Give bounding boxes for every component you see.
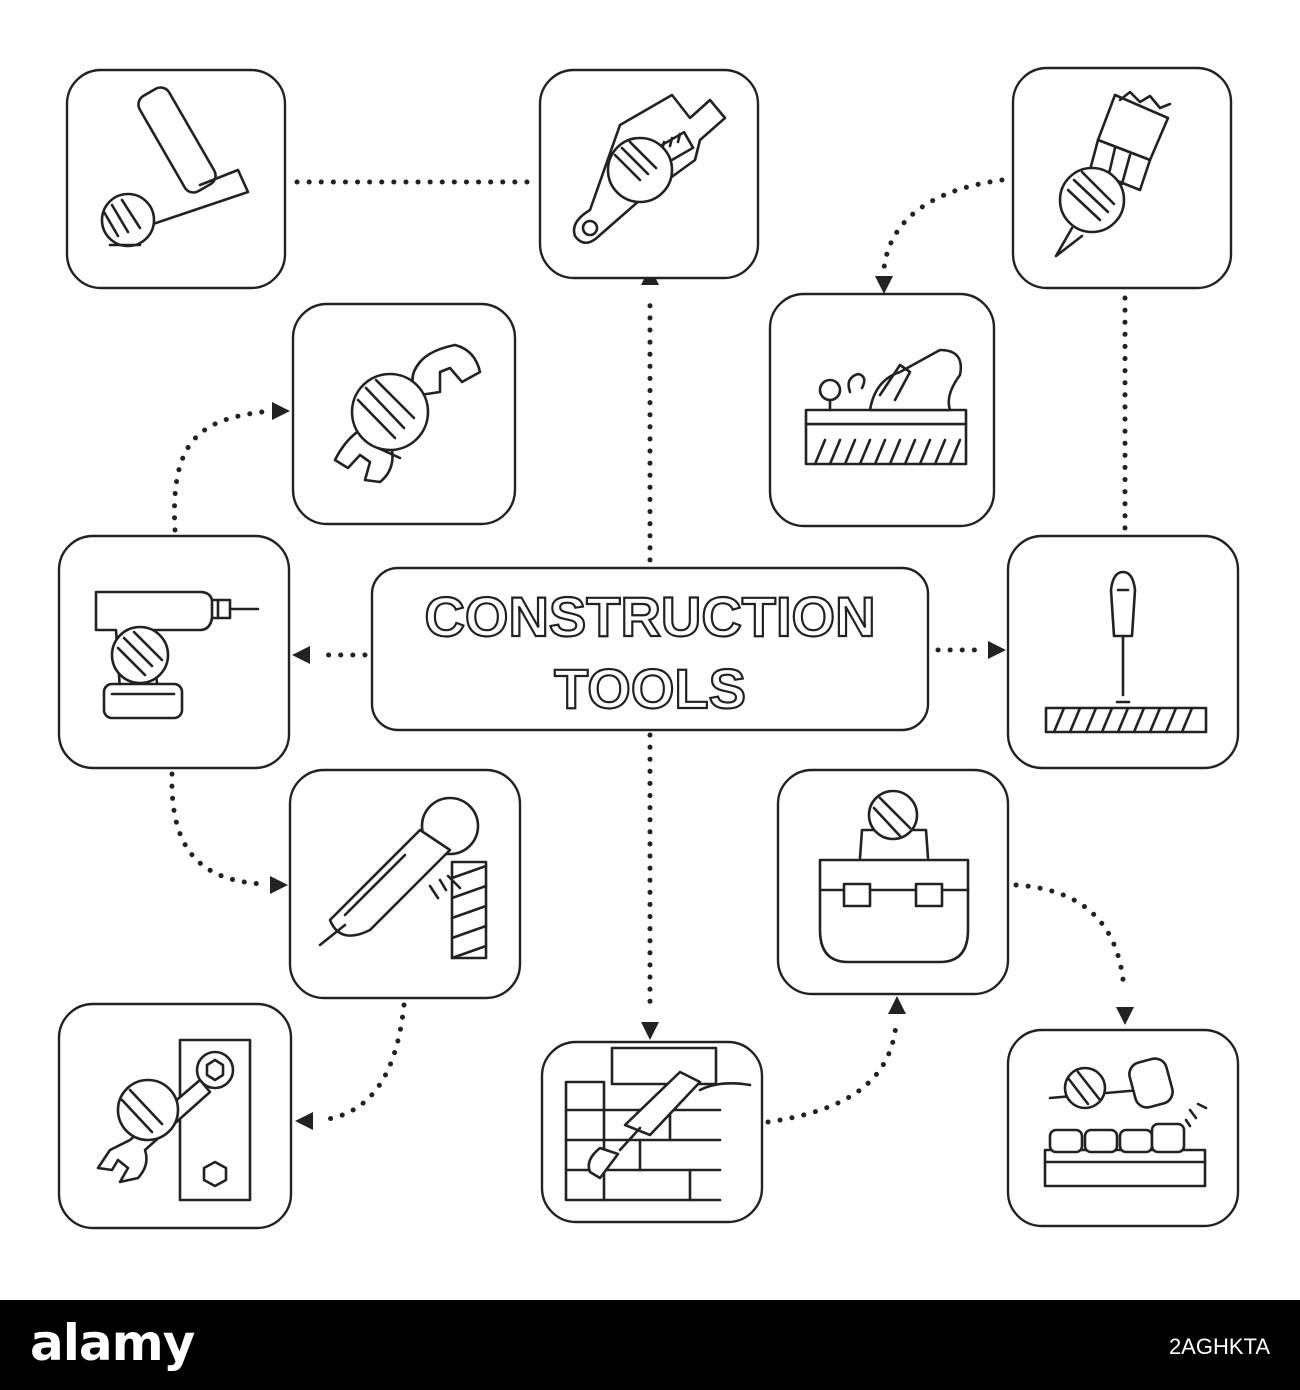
toolbox-in-hand-icon — [818, 789, 970, 964]
node-toolbox — [776, 768, 1010, 996]
wrench-tightening-bolt-icon — [96, 1038, 252, 1202]
center-box — [370, 566, 930, 732]
trowel-brick-wall-icon — [564, 1046, 752, 1202]
arrowhead-toolbox — [888, 996, 906, 1014]
node-adjustable-wrench — [538, 68, 760, 280]
node-jack-plane — [768, 292, 996, 528]
cordless-drill-in-hand-icon — [94, 590, 260, 720]
spanner-in-hand-icon — [333, 343, 482, 484]
node-tile-mallet — [1006, 1028, 1240, 1228]
arrowhead-plane — [875, 276, 893, 294]
connector-drill-to-saw — [169, 771, 265, 887]
connector-saw-to-wrench-bolt — [319, 1002, 407, 1123]
arrowhead-wrench-bolt — [295, 1112, 313, 1130]
node-wrench-bolt — [57, 1002, 293, 1230]
image-code: 2AGHKTA — [1168, 1334, 1270, 1359]
arrowhead-spanner — [272, 402, 290, 420]
rubber-mallet-tiles-icon — [1043, 1057, 1208, 1188]
node-cordless-drill — [57, 534, 291, 770]
node-screwdriver — [1006, 534, 1240, 770]
jack-plane-icon — [804, 348, 968, 466]
connectors — [169, 173, 1134, 1130]
arrowhead-drill — [292, 646, 310, 664]
node-paint-roller — [65, 68, 287, 290]
circular-saw-icon — [318, 796, 488, 960]
arrowhead-saw — [270, 876, 288, 894]
screwdriver-icon — [1044, 570, 1208, 734]
title-line-2: TOOLS — [554, 657, 746, 720]
mind-map-diagram: .box { fill: #ffffff; stroke: #222; stro… — [57, 66, 1240, 1230]
arrowhead-mallet — [1116, 1007, 1134, 1025]
adjustable-wrench-in-hand-icon — [572, 93, 727, 245]
node-bricklaying — [540, 1040, 764, 1224]
alamy-logo: alamy — [30, 1314, 195, 1372]
connector-bricklaying-to-toolbox — [765, 1022, 899, 1125]
paint-roller-in-hand-icon — [100, 86, 250, 248]
connector-drill-to-spanner — [171, 409, 265, 533]
node-spanner — [291, 302, 517, 526]
paint-brush-in-hand-icon — [1054, 90, 1172, 258]
arrowhead-screwdriver — [988, 641, 1006, 659]
node-circular-saw — [288, 768, 522, 1000]
arrowhead-bricklaying — [641, 1022, 659, 1040]
connector-toolbox-to-mallet — [1013, 882, 1127, 993]
node-paint-brush — [1011, 66, 1233, 290]
title-line-1: CONSTRUCTION — [424, 585, 875, 648]
watermark-footer: alamy 2AGHKTA — [0, 1300, 1300, 1390]
connector-brush-to-plane — [881, 177, 1005, 271]
center-node: CONSTRUCTION TOOLS — [370, 566, 930, 732]
